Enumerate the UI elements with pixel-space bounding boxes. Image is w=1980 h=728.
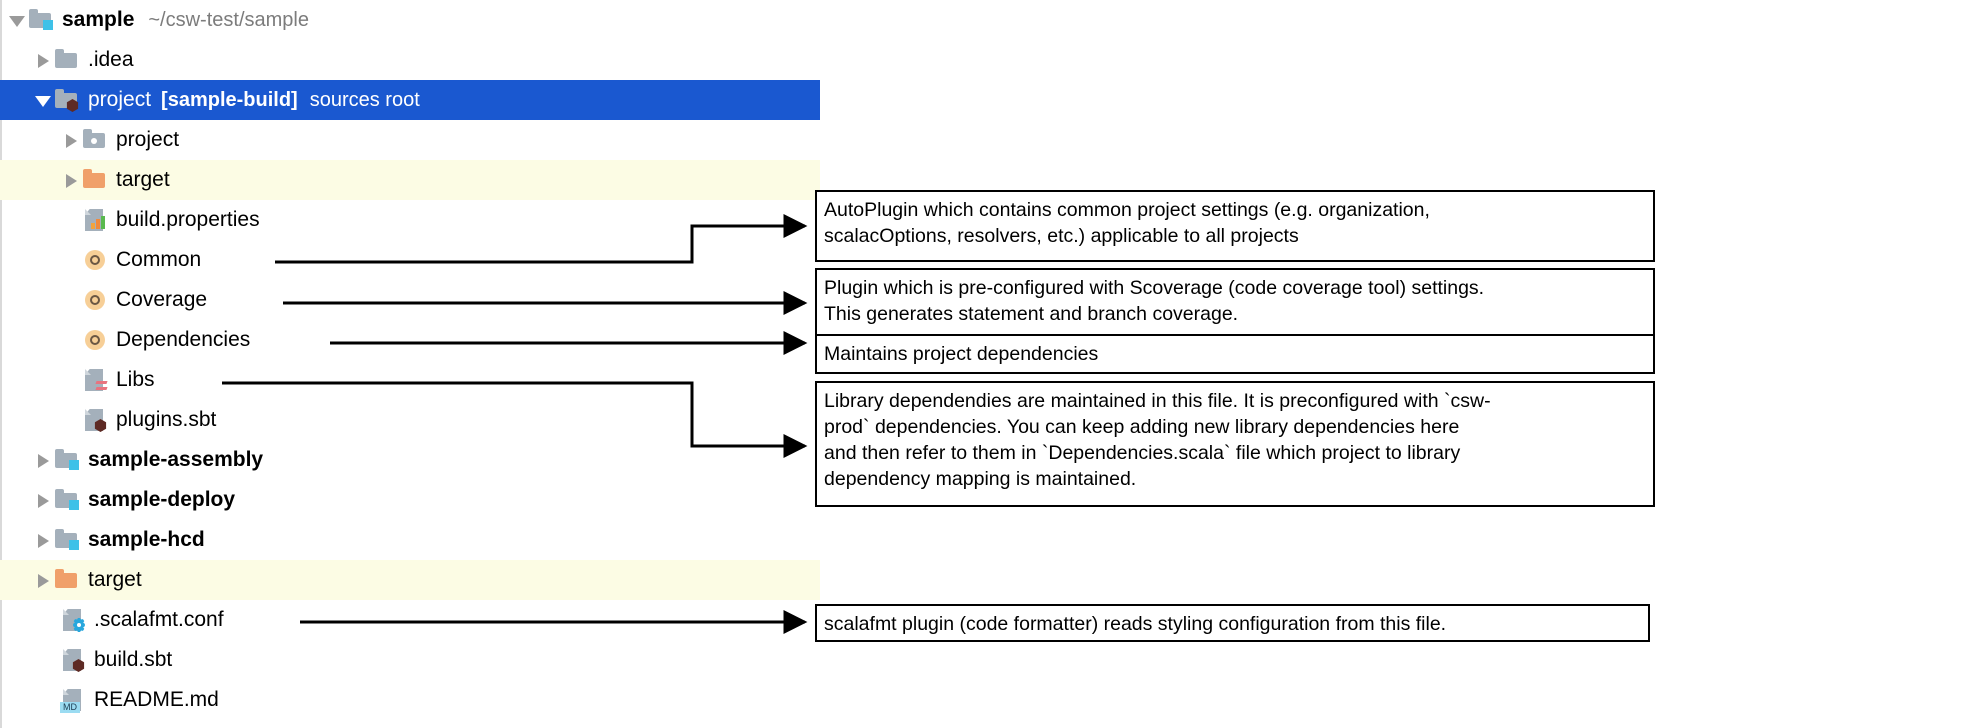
- tree-row-label: sample-assembly: [88, 448, 264, 471]
- tree-row-label: Dependencies: [116, 328, 251, 351]
- tree-row-coverage[interactable]: Coverage: [0, 280, 820, 320]
- tree-row-target-root[interactable]: target: [0, 560, 820, 600]
- annotation-dependencies: Maintains project dependencies: [815, 334, 1655, 374]
- tree-row-path: ~/csw-test/sample: [148, 8, 309, 31]
- chevron-right-icon[interactable]: [60, 129, 82, 151]
- tree-row-label: plugins.sbt: [116, 408, 217, 431]
- annotation-line: scalafmt plugin (code formatter) reads s…: [824, 613, 1447, 635]
- tree-row-label: target: [116, 168, 170, 191]
- properties-file-icon: [82, 207, 108, 233]
- scala-object-icon: [82, 287, 108, 313]
- chevron-down-icon[interactable]: [6, 9, 28, 31]
- scala-file-icon: [82, 367, 108, 393]
- tree-row-readme-md[interactable]: MD README.md: [0, 680, 820, 720]
- tree-row-build-properties[interactable]: build.properties: [0, 200, 820, 240]
- left-gutter: [0, 0, 2, 728]
- tree-row-target-inner[interactable]: target: [0, 160, 820, 200]
- tree-row-plugins-sbt[interactable]: plugins.sbt: [0, 400, 820, 440]
- sbt-file-icon: [82, 407, 108, 433]
- chevron-right-icon[interactable]: [32, 569, 54, 591]
- annotation-line: dependency mapping is maintained.: [824, 468, 1137, 490]
- chevron-right-icon[interactable]: [32, 489, 54, 511]
- folder-module-icon: [54, 487, 80, 513]
- chevron-right-icon[interactable]: [32, 529, 54, 551]
- tree-row-label: project: [88, 88, 152, 111]
- scala-object-icon: [82, 247, 108, 273]
- annotation-line: Maintains project dependencies: [824, 343, 1099, 365]
- annotation-line: prod` dependencies. You can keep adding …: [824, 416, 1460, 438]
- tree-row-label: sample-hcd: [88, 528, 205, 551]
- tree-row-label: Libs: [116, 368, 155, 391]
- annotation-line: Library dependendies are maintained in t…: [824, 390, 1491, 412]
- tree-row-common[interactable]: Common: [0, 240, 820, 280]
- annotation-line: AutoPlugin which contains common project…: [824, 199, 1430, 221]
- folder-module-icon: [54, 447, 80, 473]
- tree-row-sources-root-label: sources root: [309, 88, 420, 111]
- tree-row-scalafmt-conf[interactable]: .scalafmt.conf: [0, 600, 820, 640]
- tree-row-module-tag: [sample-build]: [161, 88, 298, 111]
- folder-module-icon: [28, 7, 54, 33]
- tree-row-label: Coverage: [116, 288, 208, 311]
- folder-module-icon: [54, 527, 80, 553]
- folder-excluded-icon: [82, 167, 108, 193]
- annotation-line: scalacOptions, resolvers, etc.) applicab…: [824, 225, 1299, 247]
- tree-row-label: project: [116, 128, 180, 151]
- chevron-down-icon[interactable]: [32, 89, 54, 111]
- tree-row-sample-assembly[interactable]: sample-assembly: [0, 440, 820, 480]
- folder-source-icon: [82, 127, 108, 153]
- annotation-line: This generates statement and branch cove…: [824, 303, 1239, 325]
- tree-row-label: .scalafmt.conf: [94, 608, 224, 631]
- tree-row-label: sample-deploy: [88, 488, 236, 511]
- annotation-common: AutoPlugin which contains common project…: [815, 190, 1655, 262]
- tree-row-label: Common: [116, 248, 202, 271]
- annotation-libs: Library dependendies are maintained in t…: [815, 381, 1655, 507]
- project-tree: sample ~/csw-test/sample .idea project […: [0, 0, 820, 720]
- folder-excluded-icon: [54, 567, 80, 593]
- tree-row-label: README.md: [94, 688, 219, 711]
- tree-row-sample-hcd[interactable]: sample-hcd: [0, 520, 820, 560]
- annotation-coverage: Plugin which is pre-configured with Scov…: [815, 268, 1655, 340]
- markdown-file-icon: MD: [60, 687, 86, 713]
- tree-row-project-build[interactable]: project [sample-build] sources root: [0, 80, 820, 120]
- tree-row-build-sbt[interactable]: build.sbt: [0, 640, 820, 680]
- tree-row-libs[interactable]: Libs: [0, 360, 820, 400]
- annotation-line: and then refer to them in `Dependencies.…: [824, 442, 1461, 464]
- annotation-line: Plugin which is pre-configured with Scov…: [824, 277, 1485, 299]
- tree-row-label: .idea: [88, 48, 134, 71]
- chevron-right-icon[interactable]: [60, 169, 82, 191]
- tree-row-idea[interactable]: .idea: [0, 40, 820, 80]
- config-file-icon: [60, 607, 86, 633]
- chevron-right-icon[interactable]: [32, 449, 54, 471]
- folder-icon: [54, 47, 80, 73]
- tree-row-label: sample: [62, 8, 135, 31]
- tree-row-project-inner[interactable]: project: [0, 120, 820, 160]
- md-badge-label: MD: [60, 702, 80, 713]
- chevron-right-icon[interactable]: [32, 49, 54, 71]
- annotation-scalafmt: scalafmt plugin (code formatter) reads s…: [815, 604, 1650, 642]
- scala-object-icon: [82, 327, 108, 353]
- folder-sbt-icon: [54, 87, 80, 113]
- tree-row-label: build.properties: [116, 208, 260, 231]
- tree-row-label: build.sbt: [94, 648, 173, 671]
- tree-row-label: target: [88, 568, 142, 591]
- tree-row-dependencies[interactable]: Dependencies: [0, 320, 820, 360]
- tree-row-sample-deploy[interactable]: sample-deploy: [0, 480, 820, 520]
- sbt-file-icon: [60, 647, 86, 673]
- tree-row-sample[interactable]: sample ~/csw-test/sample: [0, 0, 820, 40]
